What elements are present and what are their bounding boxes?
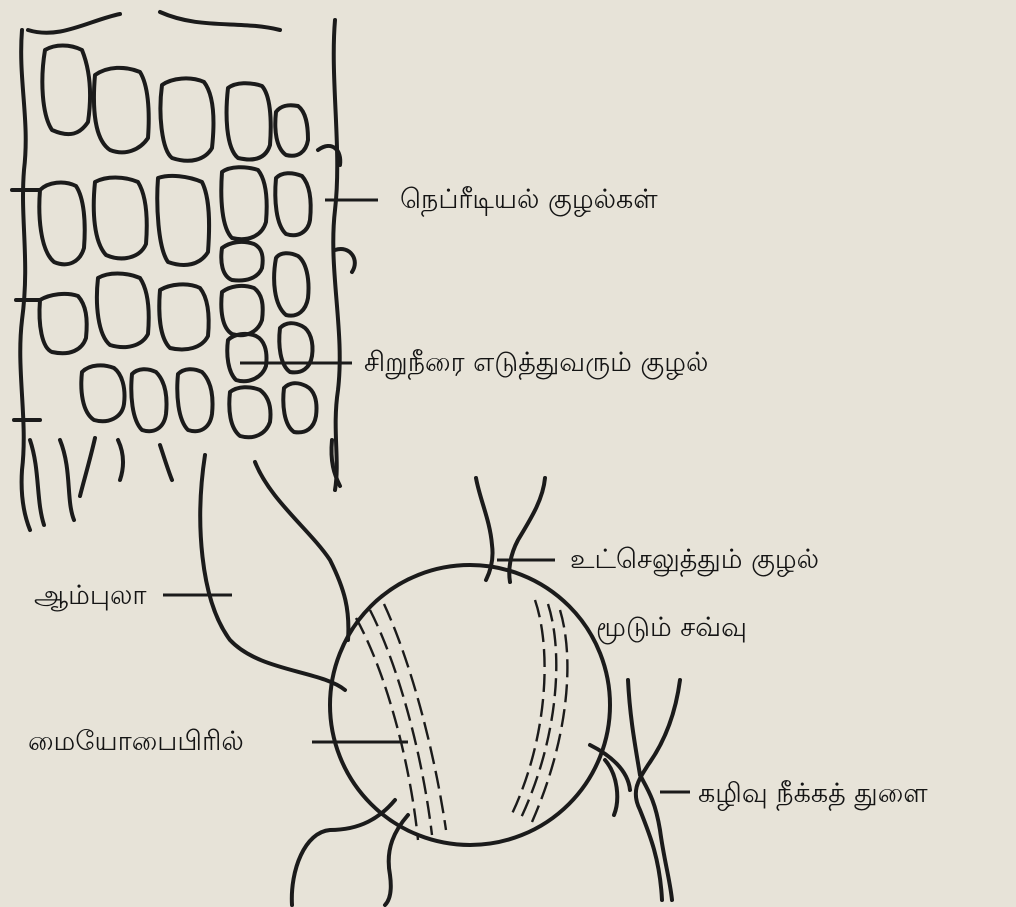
label-inflow-tube: உட்செலுத்தும் குழல்	[570, 546, 819, 573]
label-ampulla: ஆம்புலா	[34, 582, 146, 609]
label-myofibril: மையோபைபிரில்	[28, 728, 244, 755]
label-closing-valve: மூடும் சவ்வு	[596, 614, 747, 641]
label-uriniferous-tubule: சிறுநீரை எடுத்துவரும் குழல்	[364, 349, 708, 376]
label-excretory-pore: கழிவு நீக்கத் துளை	[698, 780, 928, 807]
label-nephridial-tubules: நெப்ரீடியல் குழல்கள்	[400, 186, 658, 213]
